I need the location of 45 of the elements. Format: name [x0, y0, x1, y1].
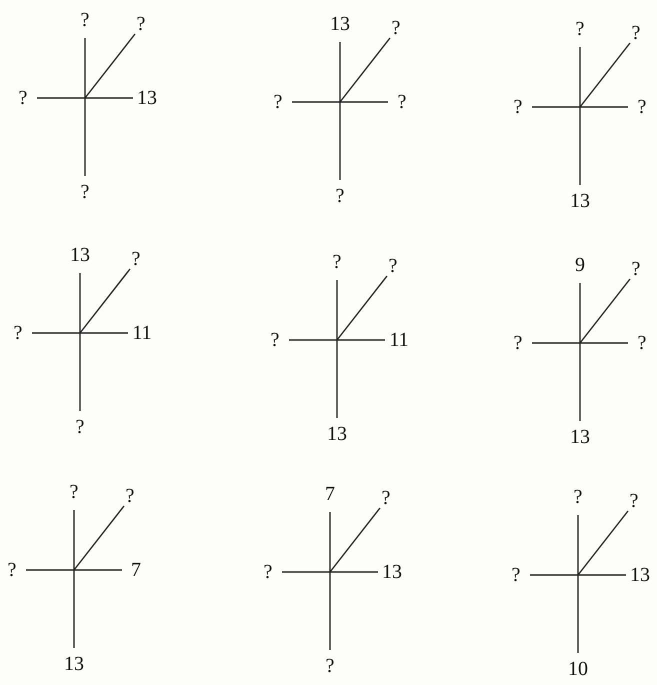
- axis-end-label: ?: [264, 562, 272, 582]
- axis-end-label: ?: [632, 259, 640, 279]
- axis-end-label: ?: [392, 18, 400, 38]
- axis-end-label: 13: [630, 565, 650, 585]
- axis-end-label: ?: [514, 97, 522, 117]
- axis-end-label: ?: [576, 19, 584, 39]
- axis-end-label: 13: [64, 654, 84, 674]
- axis-end-label: 13: [137, 88, 157, 108]
- axis-end-label: ?: [270, 330, 280, 350]
- axis-end-label: 13: [570, 427, 590, 447]
- axis-end-label: ?: [512, 565, 520, 585]
- axis-end-label: ?: [8, 560, 16, 580]
- axis-end-label: 13: [382, 562, 402, 582]
- axis-end-label: ?: [630, 491, 638, 511]
- axis-end-label: ?: [18, 88, 28, 108]
- axis-end-label: ?: [332, 252, 342, 272]
- axis-end-label: 7: [131, 560, 141, 580]
- axis-end-label: 13: [327, 424, 347, 444]
- axis-end-label: ?: [514, 333, 522, 353]
- axis-end-label: ?: [336, 186, 344, 206]
- axis-end-label: 7: [325, 484, 335, 504]
- axis-end-label: ?: [274, 92, 282, 112]
- axis-end-label: ?: [136, 14, 146, 34]
- axis-end-label: 13: [570, 191, 590, 211]
- axis-end-label: ?: [398, 92, 406, 112]
- axis-end-label: ?: [132, 249, 140, 269]
- axis-end-label: ?: [382, 488, 390, 508]
- axis-end-label: ?: [388, 256, 398, 276]
- axis-end-label: ?: [638, 333, 646, 353]
- axis-end-label: ?: [80, 10, 90, 30]
- axis-end-label: ?: [326, 656, 334, 676]
- axis-end-label: ?: [632, 23, 640, 43]
- axis-end-label: ?: [126, 486, 134, 506]
- axis-end-label: ?: [638, 97, 646, 117]
- axis-end-label: ?: [14, 323, 22, 343]
- axis-end-label: 11: [132, 323, 152, 343]
- axis-end-label: ?: [70, 482, 78, 502]
- axis-end-label: ?: [574, 487, 582, 507]
- axis-end-label: 9: [575, 255, 585, 275]
- axis-end-label: 10: [568, 659, 588, 679]
- axis-end-label: 13: [70, 245, 90, 265]
- axis-end-label: ?: [80, 182, 90, 202]
- axis-end-label: 11: [389, 330, 409, 350]
- axis-end-label: ?: [76, 417, 84, 437]
- axis-end-label: 13: [330, 14, 350, 34]
